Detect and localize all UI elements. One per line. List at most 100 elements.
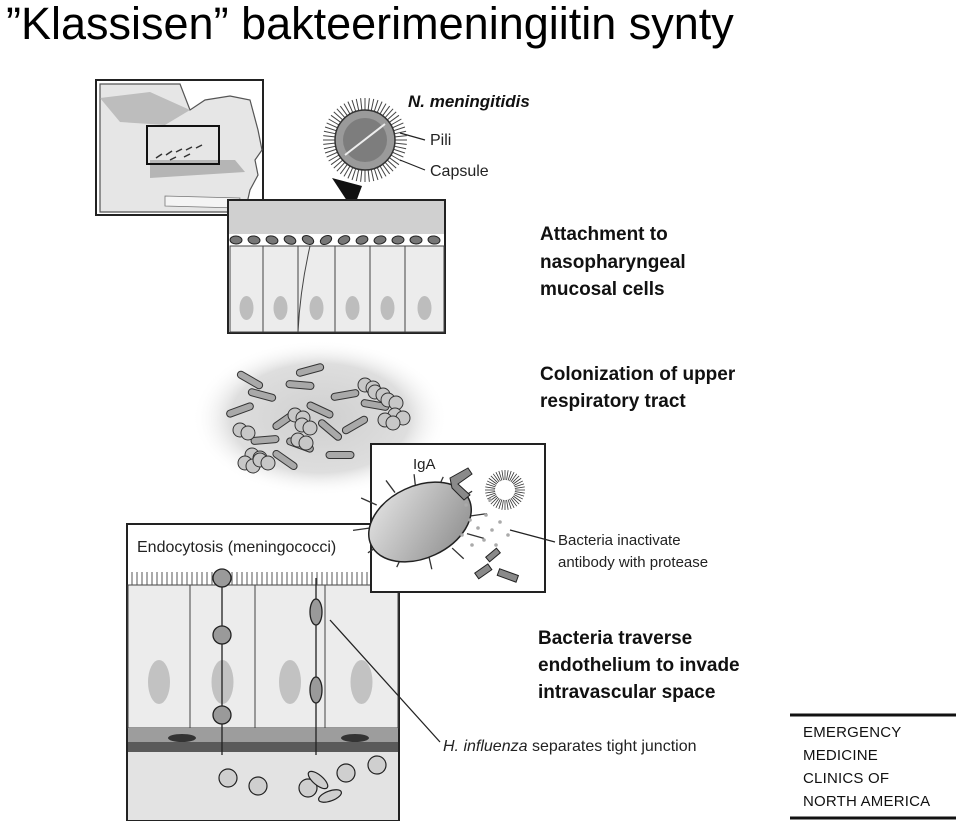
rod-bacterium — [306, 401, 334, 419]
h-influenza-label: H. influenza separates tight junction — [443, 738, 697, 755]
attached-bacterium — [409, 235, 423, 245]
coccus-bacterium — [298, 435, 314, 451]
cell-nucleus — [309, 296, 324, 320]
capsule-strand — [490, 496, 499, 505]
capsule-strand — [509, 471, 515, 482]
attached-bacterium — [427, 235, 441, 245]
capsule-strand — [492, 497, 500, 507]
capsule-strand — [501, 470, 504, 481]
endocytosis-label: Endocytosis (meningococci) — [137, 539, 336, 556]
protease-fragment — [490, 528, 494, 532]
attached-bacterium — [337, 235, 351, 245]
cell-nucleus — [148, 660, 170, 704]
attached-bacterium — [301, 235, 315, 245]
h-influenzae — [309, 676, 323, 704]
capsule-strand — [512, 495, 522, 503]
attached-bacterium — [355, 235, 369, 245]
cleaved-iga — [474, 563, 493, 580]
endothelium-panel — [126, 523, 400, 821]
rod-bacterium — [285, 380, 315, 390]
pili-label: Pili — [430, 132, 451, 149]
capsule-strand — [498, 499, 503, 510]
protease-fragment — [476, 526, 480, 530]
nasopharynx-panel — [95, 79, 264, 216]
capsule-strand — [510, 473, 518, 483]
blood-coccus — [336, 763, 356, 783]
pilus — [360, 497, 377, 506]
pilus — [451, 547, 465, 560]
blood-rod — [307, 770, 329, 790]
rod-bacterium — [295, 363, 325, 377]
iga-protease-panel — [352, 443, 556, 593]
mucosal-epithelium — [227, 199, 446, 334]
attached-bacterium — [265, 235, 279, 245]
capsule-strand — [511, 496, 520, 505]
capsule-strand — [506, 499, 509, 510]
cell-nucleus — [345, 296, 360, 320]
logo-line: CLINICS OF — [803, 770, 889, 787]
blood-coccus — [298, 778, 318, 798]
meningococcus — [212, 705, 232, 725]
coccus-bacterium — [302, 420, 318, 436]
traverse-label: Bacteria traverse endothelium to invade … — [538, 628, 745, 703]
blood-coccus — [248, 776, 268, 796]
coccus-bacterium — [240, 425, 256, 441]
cell-nucleus — [350, 660, 373, 704]
iga-antibody — [449, 467, 473, 501]
rod-bacterium — [341, 415, 369, 435]
cell-nucleus — [239, 296, 254, 320]
pilus — [385, 480, 396, 493]
meningococcus-illustration — [323, 98, 426, 210]
logo-line: NORTH AMERICA — [803, 793, 930, 810]
capsule-strand — [486, 494, 497, 500]
capsule-strand — [514, 492, 525, 497]
attachment-label: Attachment to nasopharyngeal mucosal cel… — [540, 224, 691, 300]
capsule-strand — [485, 483, 496, 488]
rod-bacterium — [317, 419, 343, 441]
capsule-strand — [498, 470, 503, 481]
meningococcus — [212, 568, 232, 588]
organism-label: N. meningitidis — [408, 92, 530, 111]
meningococcus — [212, 625, 232, 645]
coccus-bacterium — [260, 455, 276, 471]
capsule-strand — [507, 499, 512, 510]
capsule-label: Capsule — [430, 163, 489, 180]
coccus-bacterium — [385, 415, 401, 431]
basement-membrane-cell — [168, 734, 196, 742]
rod-bacterium — [325, 451, 355, 459]
capsule-strand — [507, 470, 512, 481]
capsule-strand — [514, 486, 525, 489]
capsule-strand — [512, 477, 522, 485]
protease-fragment — [470, 543, 474, 547]
protease-fragment — [506, 533, 510, 537]
capsule-strand — [485, 491, 496, 494]
colonization-label: Colonization of upper respiratory tract — [540, 364, 741, 412]
logo-line: MEDICINE — [803, 747, 878, 764]
attached-bacterium — [319, 234, 333, 246]
capsule-strand — [488, 477, 498, 485]
pilus — [466, 533, 485, 540]
attached-bacterium — [229, 235, 243, 245]
attached-bacterium — [283, 235, 297, 245]
logo-line: EMERGENCY — [803, 724, 901, 741]
cleaved-iga — [485, 547, 501, 563]
protease-fragment — [498, 520, 502, 524]
cleaved-iga — [496, 568, 520, 583]
capsule-strand — [511, 475, 520, 484]
protease-fragment — [488, 498, 492, 502]
capsule-strand — [501, 499, 504, 510]
protease-fragment — [484, 513, 488, 517]
capsule-strand — [492, 473, 500, 483]
capsule-strand — [485, 492, 496, 497]
slide-title: ”Klassisen” bakteerimeningiitin synty — [6, 0, 734, 49]
h-influenzae — [309, 598, 323, 626]
capsule-strand — [486, 480, 497, 486]
capsule-strand — [495, 471, 501, 482]
cell-nucleus — [279, 660, 301, 704]
cell-boundary — [297, 245, 311, 333]
pilus — [469, 513, 488, 517]
attached-bacterium — [391, 235, 405, 245]
protease-fragment — [468, 518, 472, 522]
capsule-strand — [506, 470, 509, 481]
